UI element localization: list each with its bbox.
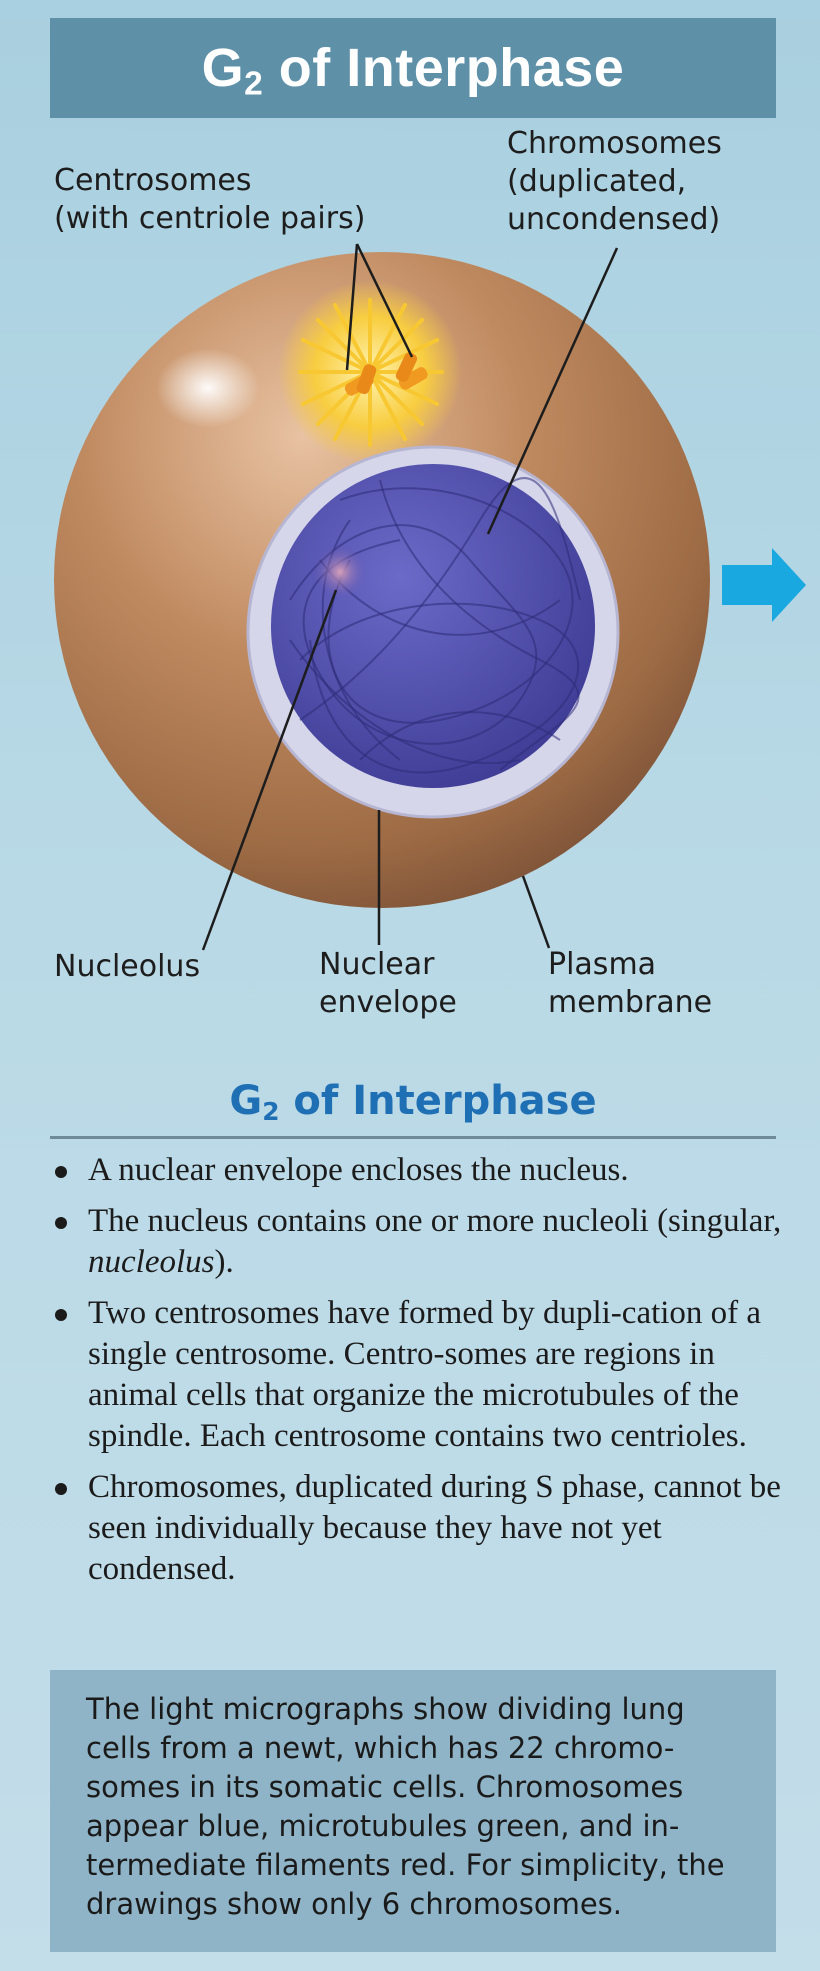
centrosomes-label: Centrosomes (with centriole pairs) <box>54 163 366 236</box>
plasma-membrane-label: Plasma membrane <box>548 947 713 1020</box>
nucleolus-body <box>314 546 366 598</box>
chromatin-tangle <box>289 477 581 774</box>
micrograph-note: The light micrographs show dividing lung… <box>50 1670 776 1952</box>
centriole-pair-right <box>395 352 428 390</box>
centriole-pair-left <box>344 364 377 396</box>
bullet-item: A nuclear envelope encloses the nucleus. <box>50 1150 790 1191</box>
next-phase-arrow-icon <box>722 548 806 622</box>
bullet-item: The nucleus contains one or more nucleol… <box>50 1201 790 1283</box>
nucleus <box>246 445 620 819</box>
title-text: G2 of Interphase <box>201 38 625 103</box>
bullet-item: Two centrosomes have formed by dupli-cat… <box>50 1293 790 1457</box>
bullet-item: Chromosomes, duplicated during S phase, … <box>50 1467 790 1590</box>
nucleolus-label: Nucleolus <box>54 949 201 984</box>
cell-diagram <box>54 243 806 951</box>
section-heading: G2 of Interphase <box>229 1078 597 1127</box>
title-banner: G2 of Interphase <box>50 18 776 118</box>
chromosomes-label: Chromosomes (duplicated, uncondensed) <box>507 126 722 237</box>
description-bullets: A nuclear envelope encloses the nucleus.… <box>50 1150 790 1600</box>
centrosome-pair <box>278 280 462 464</box>
nuclear-envelope-label: Nuclear envelope <box>319 947 457 1020</box>
heading-divider <box>50 1136 776 1139</box>
label-leader-lines <box>201 243 619 951</box>
